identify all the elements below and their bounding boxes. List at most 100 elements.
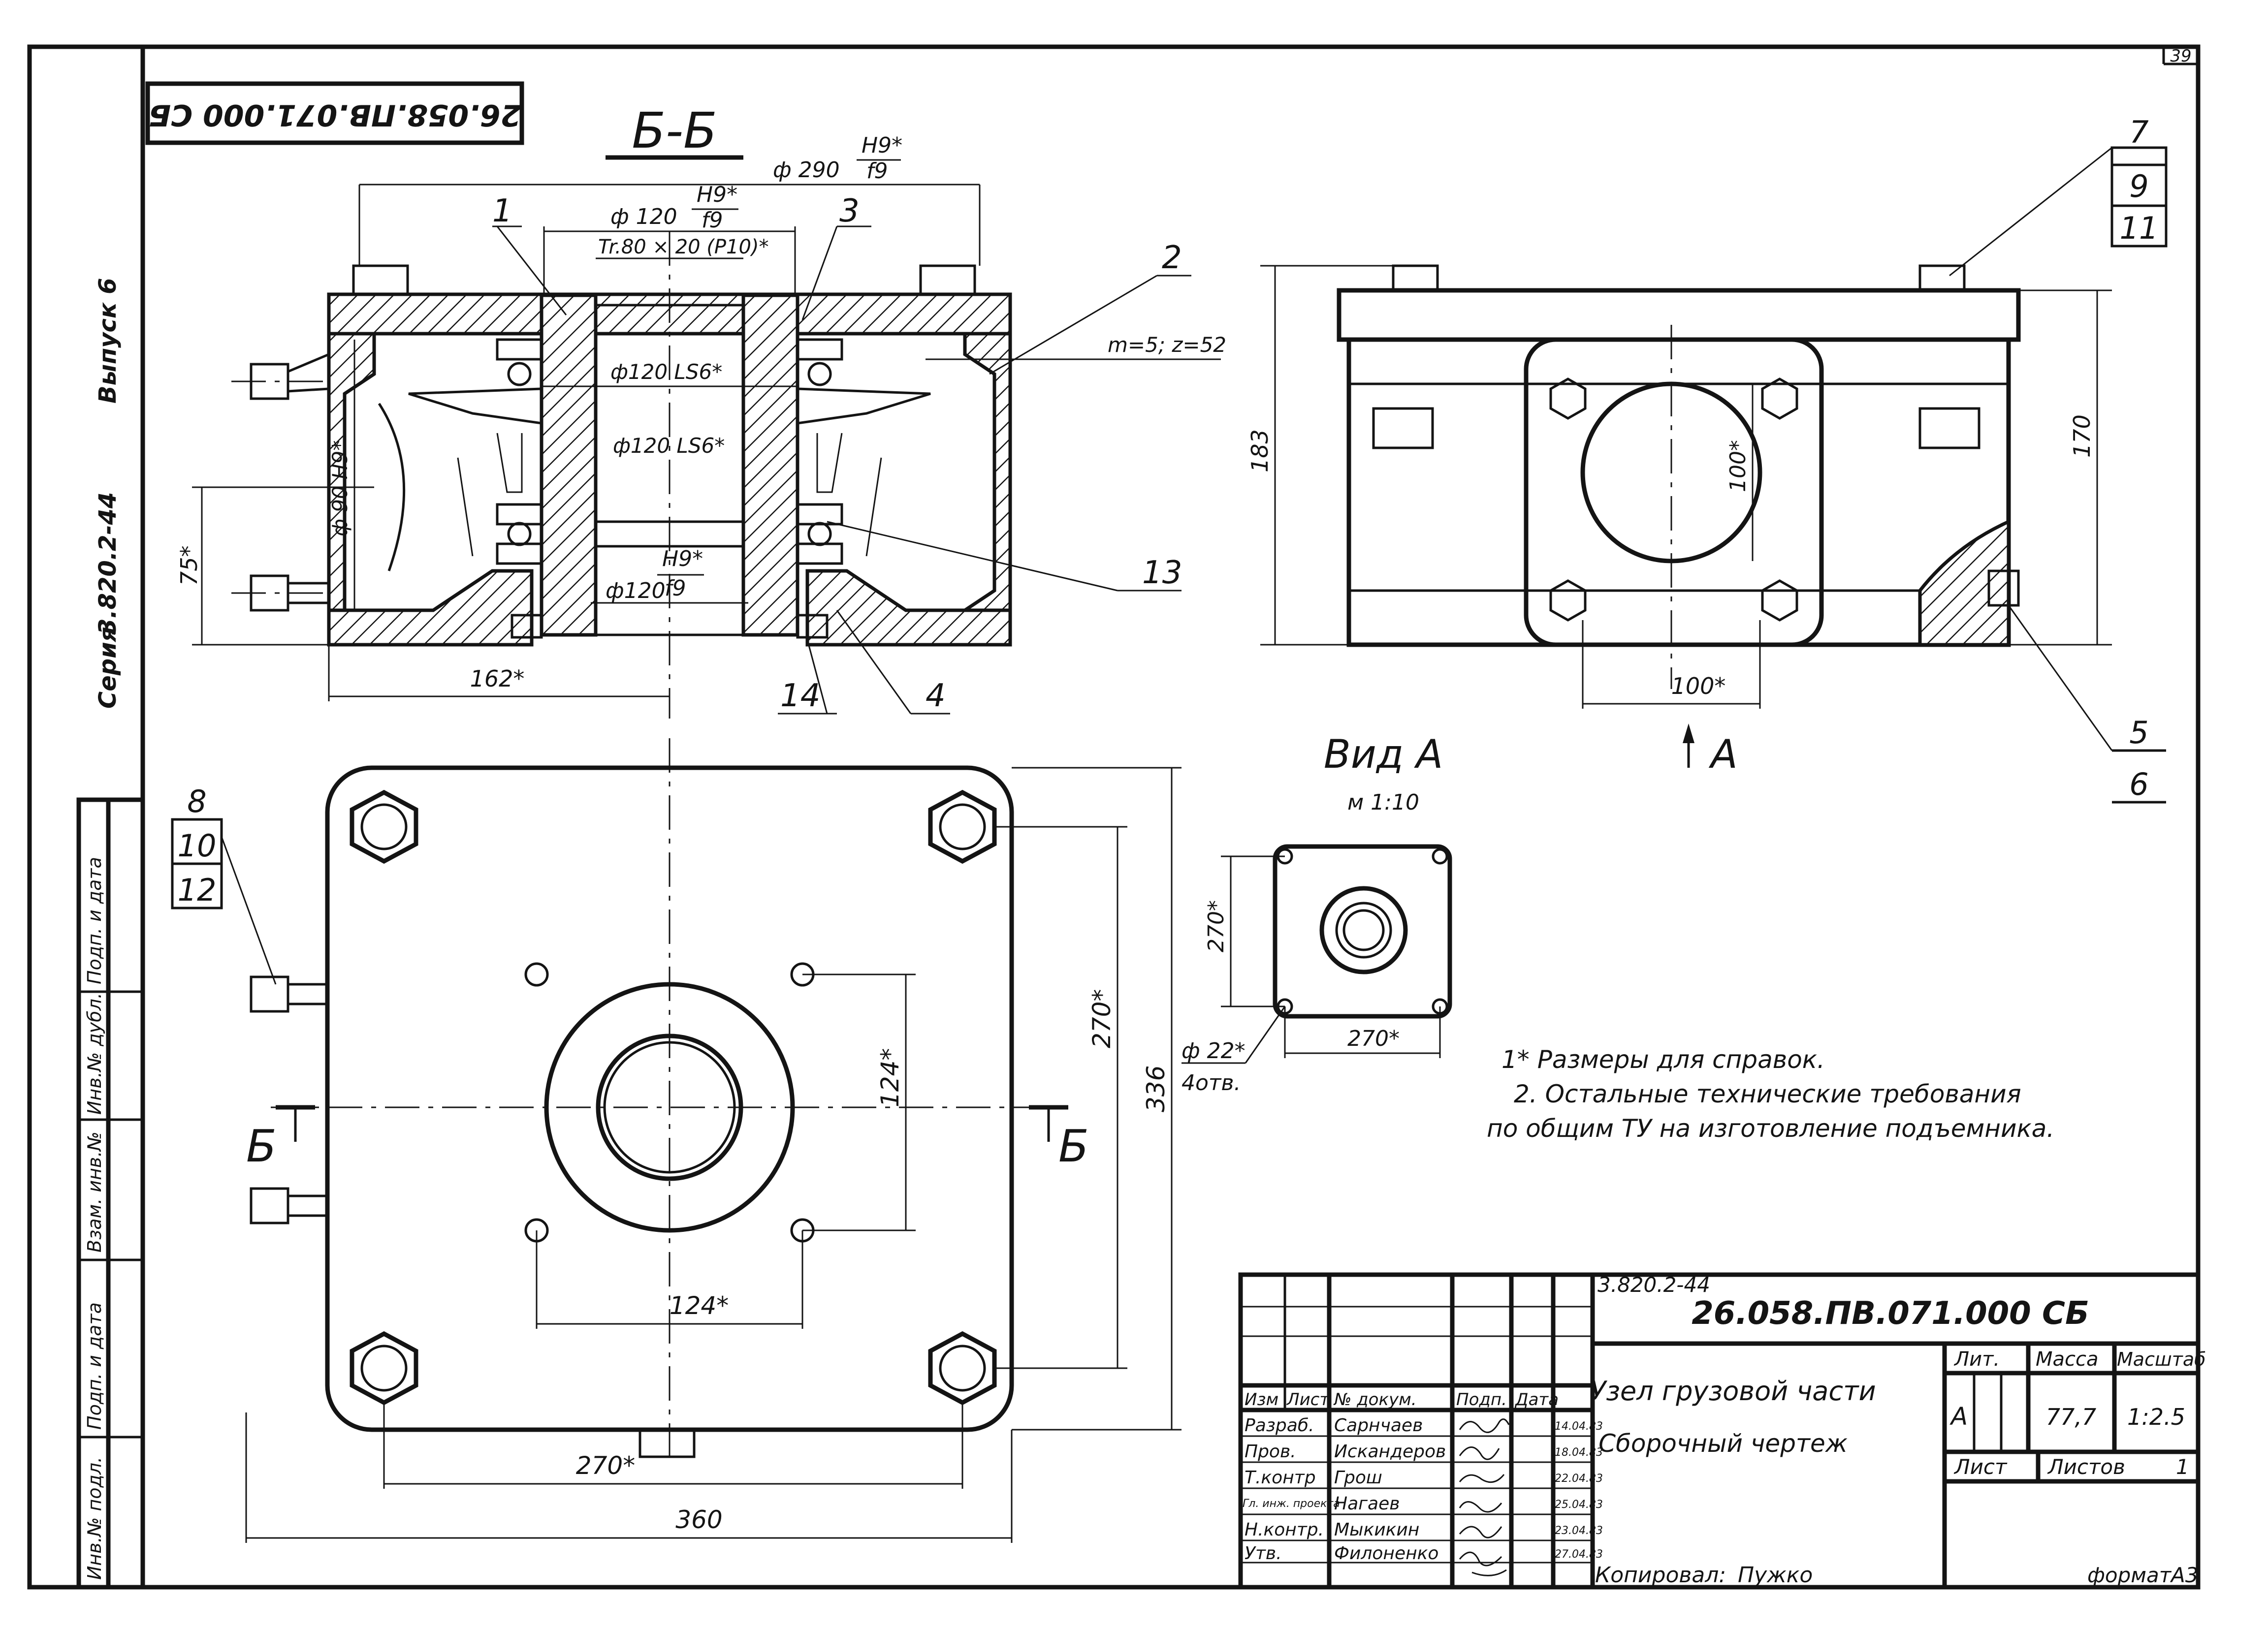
dim-view-a-d270-vertical: 270* <box>1204 900 1229 952</box>
dim-h170: 170 <box>2069 414 2095 458</box>
dim-d120-top-fit-bottom: f9 <box>702 208 723 233</box>
dim-d120-ls6-a: ф120 LS6* <box>610 360 722 384</box>
side-fittings <box>250 353 329 612</box>
dim-w100: 100* <box>1671 673 1726 699</box>
dim-d120-ls6-b: ф120 LS6* <box>613 434 725 458</box>
view-a: Вид А м 1:10 270* 270* ф 22* 4отв. <box>1182 731 1452 1096</box>
tb-name-5: Филоненко <box>1334 1543 1438 1564</box>
dim-d120-top: ф 120 <box>610 204 677 229</box>
callout-6: 6 <box>2129 766 2148 802</box>
side-callouts: 7 9 11 5 6 <box>1949 114 2168 804</box>
dim-gear: m=5; z=52 <box>1108 333 1226 357</box>
tb-header-date: Дата <box>1514 1390 1559 1410</box>
tb-copied-by: Пужко <box>1738 1563 1813 1588</box>
tb-copied-label: Копировал: <box>1595 1563 1726 1588</box>
dim-w162: 162* <box>470 665 525 692</box>
rotated-designation: 26.058.ПВ.071.000 СБ <box>145 81 524 145</box>
view-a-scale: м 1:10 <box>1347 790 1419 815</box>
tb-date-0: 14.04.83 <box>1555 1420 1603 1433</box>
tb-role-3: Гл. инж. проекта <box>1243 1498 1340 1510</box>
callout-11: 11 <box>2120 210 2159 246</box>
tb-lit-label: Лит. <box>1953 1348 2000 1371</box>
callout-3: 3 <box>839 193 860 229</box>
tb-header-sign: Подп. <box>1456 1390 1507 1410</box>
tb-scale-label: Масштаб <box>2117 1348 2206 1370</box>
rotated-designation-text: 26.058.ПВ.071.000 СБ <box>148 97 521 132</box>
tb-role-1: Пров. <box>1245 1442 1296 1462</box>
page-number: 39 <box>2170 46 2191 66</box>
tb-sheets-value: 1 <box>2176 1455 2189 1479</box>
notes: 1* Размеры для справок. 2. Остальные тех… <box>1487 1045 2054 1143</box>
dim-d270-vertical: 270* <box>1087 989 1116 1048</box>
tb-role-5: Утв. <box>1245 1543 1282 1564</box>
tb-name-2: Грош <box>1334 1468 1382 1488</box>
section-title: Б-Б <box>632 102 717 159</box>
tb-lit-value: А <box>1949 1402 1968 1431</box>
strip-sign-date-2: Подп. и дата <box>84 1302 105 1430</box>
side-series: Серия <box>94 627 122 709</box>
side-view: 183 170 100* 100* А 7 9 11 5 6 <box>1246 114 2168 804</box>
tb-name-3: Нагаев <box>1334 1494 1400 1514</box>
bearings <box>496 338 843 639</box>
dim-d360: 360 <box>675 1505 722 1534</box>
strip-orig-inv: Инв.№ подл. <box>84 1457 105 1580</box>
tb-role-0: Разраб. <box>1245 1415 1314 1436</box>
dim-d290-fit-top: H9* <box>862 133 902 158</box>
dim-d124-horizontal: 124* <box>670 1291 729 1320</box>
plan-view: Б Б 124* 124* 270* 336 270* 360 8 <box>171 738 1182 1543</box>
dim-d120-bottom-fit-top: H9* <box>662 546 703 571</box>
dim-view-a-hole: ф 22* <box>1182 1038 1246 1064</box>
tb-name-0: Сарнчаев <box>1334 1415 1423 1436</box>
dim-d124-vertical: 124* <box>876 1048 904 1107</box>
dim-d90: ф 90 H9* <box>328 440 352 536</box>
dim-view-a-d270-horizontal: 270* <box>1347 1026 1400 1051</box>
dim-h75: 75* <box>176 545 202 586</box>
strip-dup-inv: Инв.№ дубл. <box>84 993 105 1115</box>
tb-sheet-label: Лист <box>1953 1455 2008 1479</box>
tb-series-code: 3.820.2-44 <box>1597 1273 1710 1297</box>
callout-8: 8 <box>187 784 206 819</box>
tb-header-izm: Изм <box>1245 1390 1278 1410</box>
plan-callouts: 8 10 12 <box>171 784 277 985</box>
strip-sign-date-1: Подп. и дата <box>84 857 105 984</box>
tb-name-1: Искандеров <box>1334 1442 1446 1462</box>
section-mark-left: Б <box>246 1121 277 1172</box>
section-view: Б-Б <box>176 102 1226 719</box>
view-a-title: Вид А <box>1324 731 1443 777</box>
dim-thread: Tr.80 × 20 (P10)* <box>598 236 769 258</box>
tb-date-1: 18.04.83 <box>1555 1446 1603 1459</box>
side-issue: Выпуск 6 <box>94 278 122 404</box>
tb-role-2: Т.контр <box>1245 1468 1316 1488</box>
series-side-text: Серия 3.820.2-44 Выпуск 6 <box>94 278 122 709</box>
view-arrow-label: А <box>1708 731 1738 777</box>
tb-sheets-label: Листов <box>2047 1455 2125 1479</box>
dim-d120-bottom: ф120 <box>606 578 666 603</box>
callout-2: 2 <box>1162 240 1182 276</box>
sheet-frame: 39 <box>27 44 2201 1590</box>
title-block: Изм Лист № докум. Подп. Дата Разраб. Сар… <box>1238 1272 2206 1590</box>
plan-fittings <box>250 975 327 1224</box>
callout-13: 13 <box>1142 555 1182 591</box>
callout-14: 14 <box>780 678 820 714</box>
tb-header-list: Лист <box>1286 1390 1330 1410</box>
callout-10: 10 <box>178 828 217 864</box>
callout-5: 5 <box>2129 715 2148 751</box>
side-series-code: 3.820.2-44 <box>94 492 122 635</box>
tb-role-4: Н.контр. <box>1245 1520 1324 1540</box>
tb-format-label: формат <box>2087 1563 2172 1587</box>
tb-name-4: Мыкикин <box>1334 1520 1419 1540</box>
left-stamp-strip: Подп. и дата Инв.№ дубл. Взам. инв.№ Под… <box>76 797 145 1590</box>
dim-h183: 183 <box>1246 429 1273 472</box>
tb-date-5: 27.04.83 <box>1555 1548 1603 1561</box>
dim-d336: 336 <box>1142 1066 1170 1112</box>
signatures <box>1459 1418 1510 1576</box>
dim-d120-top-fit-top: H9* <box>697 182 737 207</box>
section-mark-right: Б <box>1058 1121 1089 1172</box>
callout-7: 7 <box>2129 114 2148 150</box>
tb-format-value: А3 <box>2170 1563 2198 1587</box>
tb-mass-label: Масса <box>2036 1348 2099 1371</box>
tb-designation: 26.058.ПВ.071.000 СБ <box>1692 1295 2089 1332</box>
note-1: 1* Размеры для справок. <box>1501 1045 1825 1074</box>
